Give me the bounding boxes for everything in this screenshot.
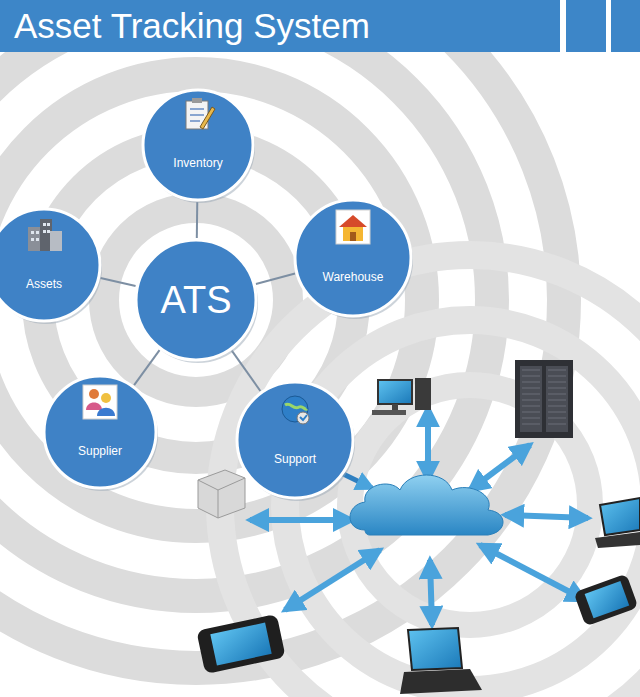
hub-circle: ATS — [134, 238, 258, 362]
module-circle: Inventory — [141, 88, 255, 202]
title-segment — [566, 0, 606, 52]
printer — [198, 470, 245, 518]
module-label: Support — [235, 452, 355, 466]
module-icon — [26, 217, 62, 253]
hub-label: ATS — [134, 279, 258, 322]
module-circle: Support — [235, 380, 355, 500]
title-segment — [611, 0, 640, 52]
laptop — [400, 628, 482, 694]
desktop-computer — [372, 378, 431, 415]
server-rack — [515, 360, 573, 438]
module-label: Warehouse — [293, 270, 413, 284]
title-bar: Asset Tracking System — [0, 0, 560, 52]
connector-line — [101, 278, 136, 286]
module-circle: Warehouse — [293, 198, 413, 318]
connector-line — [196, 202, 198, 238]
module-circle: Supplier — [42, 374, 158, 490]
connector-line — [134, 350, 159, 385]
smartphone — [196, 614, 285, 674]
cloud-rings — [220, 255, 640, 697]
smartphone — [574, 574, 639, 627]
laptop — [595, 498, 640, 548]
module-circle: Assets — [0, 207, 102, 323]
connector-line — [256, 274, 295, 284]
module-icon — [180, 97, 216, 133]
module-icon — [335, 209, 371, 245]
module-label: Assets — [0, 277, 102, 291]
title: Asset Tracking System — [0, 0, 560, 52]
connector-line — [232, 351, 261, 391]
module-label: Supplier — [42, 444, 158, 458]
cloud — [350, 475, 503, 535]
module-icon — [82, 384, 118, 420]
module-label: Inventory — [141, 156, 255, 170]
module-icon — [277, 391, 313, 427]
